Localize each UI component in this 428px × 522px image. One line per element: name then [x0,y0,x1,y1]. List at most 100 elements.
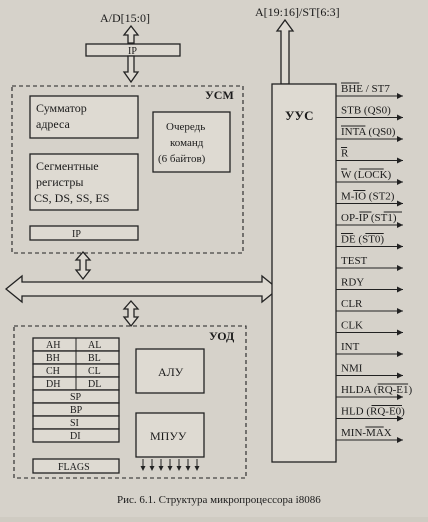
signal-label-4: W (LOCK) [341,169,392,181]
internal-bus [4,274,280,304]
adder-box [29,95,139,139]
signal-label-3: R [341,148,349,160]
signal-label-5: M-IO (ST2) [341,191,395,203]
queue-line1: Очередь [166,121,205,133]
signal-14: HLDA (RQ-E1) [336,383,413,400]
adder-line1: Сумматор [36,101,87,115]
signal-label-1: STB (QS0) [341,105,391,117]
reg-dl: DL [88,379,101,390]
signal-label-6: OP-IP (ST1) [341,212,397,224]
seg-line1: Сегментные [36,159,99,173]
mpuu-box [135,412,205,458]
signal-16: MIN-MAX [336,426,403,443]
signal-arrow-6 [397,222,403,228]
signal-6: OP-IP (ST1) [336,211,403,228]
signal-9: RDY [336,277,403,293]
signal-label-14: HLDA (RQ-E1) [341,384,413,396]
figure-caption: Рис. 6.1. Структура микропроцессора i808… [117,494,321,506]
signal-label-7: DE (ST0) [341,234,384,246]
reg-bh: BH [46,353,60,364]
usm-block [11,85,244,254]
reg-dh: DH [46,379,60,390]
signal-arrow-14 [397,394,403,400]
uod-block [13,325,247,479]
mpuu-arrow-head-0 [140,466,146,471]
signal-15: HLD (RQ-E0) [336,405,405,422]
adder-line2: адреса [36,117,71,131]
usm-title: УСМ [205,88,234,102]
ad-bus-arrow: IP [85,24,181,84]
usm-bus-arrow [74,251,92,281]
signal-label-15: HLD (RQ-E0) [341,406,405,418]
flags-label: FLAGS [58,462,90,473]
signal-arrow-10 [397,308,403,314]
signal-13: NMI [336,363,403,379]
signal-arrow-15 [397,415,403,422]
reg-di: DI [70,431,81,442]
signal-arrow-5 [397,200,403,207]
signal-5: M-IO (ST2) [336,190,403,207]
signal-label-13: NMI [341,363,363,375]
signal-4: W (LOCK) [336,168,403,185]
queue-line2: команд [170,137,204,149]
signal-8: TEST [336,255,403,271]
reg-cl: CL [88,366,101,377]
a-st-bus-arrow [275,18,295,85]
signal-arrow-7 [397,243,403,250]
signal-11: CLK [336,320,403,336]
alu-box [135,348,205,394]
seg-line3: CS, DS, SS, ES [34,191,109,205]
ip-usm-label: IP [72,229,81,240]
register-file: AH AL BH BL CH CL DH DL SP BP SI DI [32,337,120,443]
reg-row-single-3 [32,428,120,443]
signal-arrow-13 [397,372,403,379]
reg-ah: AH [46,340,60,351]
signal-label-12: INT [341,341,360,353]
queue-line3: (6 байтов) [158,153,206,165]
uus-block [271,83,337,463]
uod-bus-arrow [122,300,140,328]
reg-sp: SP [70,392,82,403]
signal-arrow-8 [397,265,403,271]
reg-ch: CH [46,366,60,377]
signal-arrow-2 [397,136,403,142]
signal-label-2: INTA (QS0) [341,126,396,138]
signal-label-11: CLK [341,320,363,332]
signal-label-16: MIN-MAX [341,427,392,439]
uod-title: УОД [209,329,235,343]
seg-regs-box [29,153,139,211]
signal-arrow-9 [397,286,403,293]
signal-0: BHE / ST7 [336,82,403,99]
reg-al: AL [88,340,101,351]
mpuu-arrow-head-5 [185,466,191,471]
uus-title: УУС [285,108,313,123]
ad-bus-label: A/D[15:0] [100,11,150,25]
mpuu-output-arrows [140,459,200,471]
signal-10: CLR [336,298,403,314]
reg-bp: BP [70,405,83,416]
mpuu-label: МПУУ [150,429,187,443]
signal-label-0: BHE / ST7 [341,83,390,95]
mpuu-arrow-head-6 [194,466,200,471]
reg-si: SI [70,418,79,429]
mpuu-arrow-head-3 [167,466,173,471]
signal-arrow-4 [397,179,403,185]
mpuu-arrow-head-4 [176,466,182,471]
mpuu-arrow-head-1 [149,466,155,471]
signal-arrow-0 [397,93,403,99]
signal-arrow-12 [397,351,403,357]
ip-top-label: IP [128,46,137,57]
signal-7: DE (ST0) [336,233,403,250]
a-st-bus-label: A[19:16]/ST[6:3] [255,5,340,19]
seg-line2: регистры [36,175,83,189]
signal-arrow-16 [397,437,403,443]
queue-box [152,111,231,173]
ip-usm-box [29,225,139,241]
signal-12: INT [336,341,403,357]
signal-1: STB (QS0) [336,105,403,121]
signal-label-9: RDY [341,277,364,289]
reg-bl: BL [88,353,101,364]
signal-arrow-11 [397,329,403,336]
